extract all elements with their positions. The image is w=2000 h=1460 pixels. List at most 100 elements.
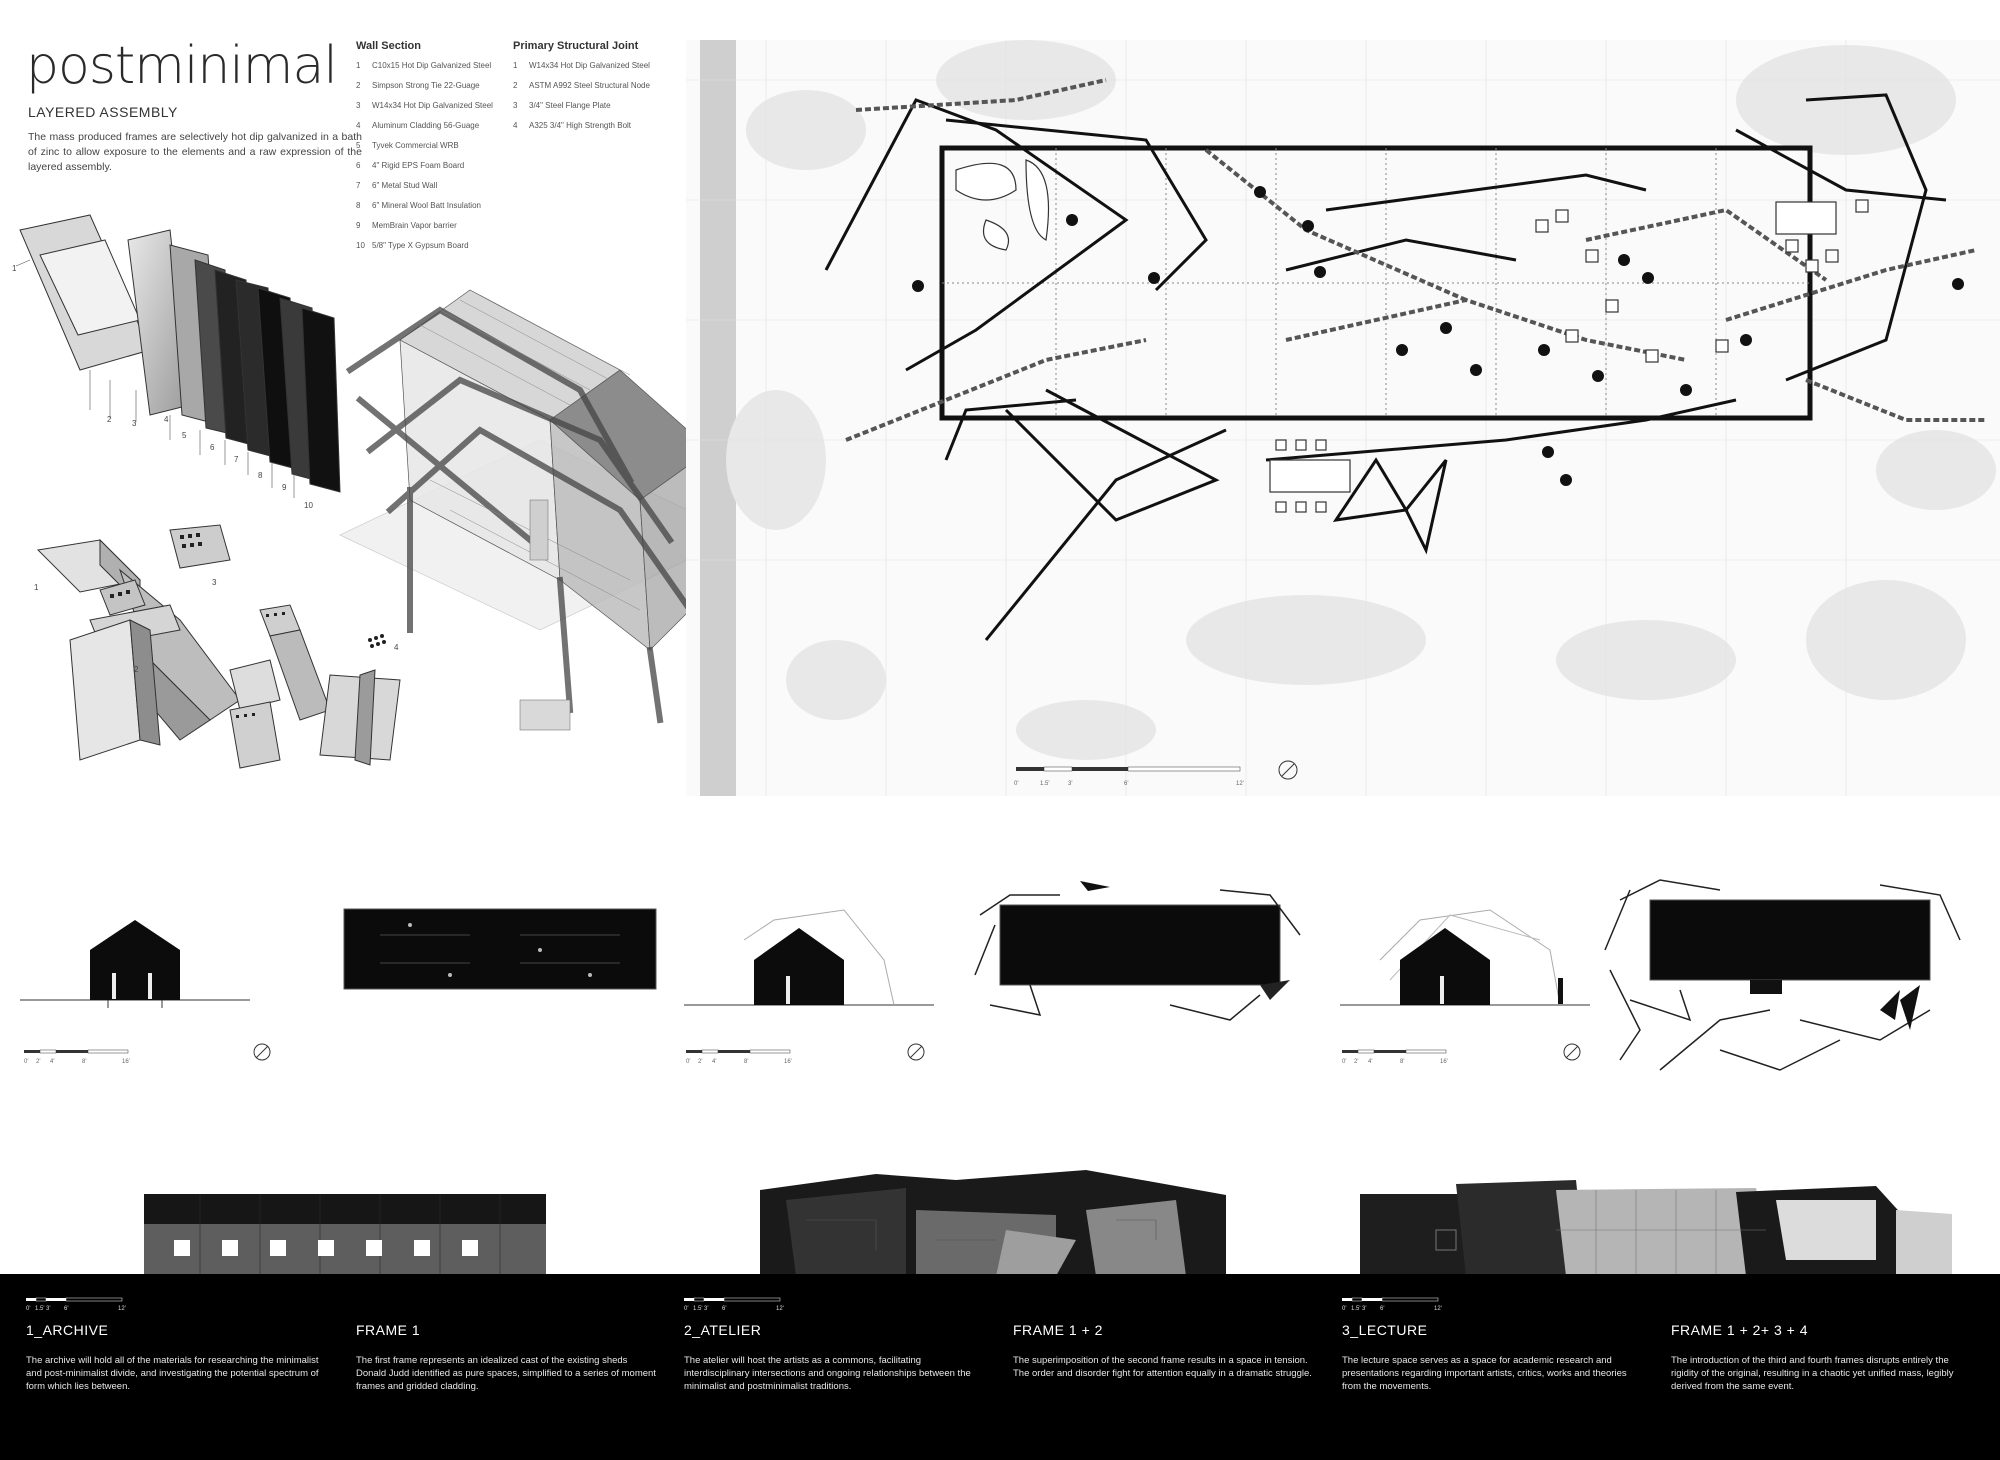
caption-frame-1-2-3-4: FRAME 1 + 2+ 3 + 4 The introduction of t… [1671, 1322, 1971, 1393]
caption-title: 3_LECTURE [1342, 1322, 1428, 1338]
svg-text:3': 3' [1362, 1306, 1366, 1312]
caption-text: The archive will hold all of the materia… [26, 1355, 319, 1392]
callout-label: 2 [107, 415, 112, 424]
callout-label: 1 [12, 264, 17, 273]
svg-text:0': 0' [24, 1059, 28, 1065]
section-scale-bar: 0' 2' 4' 8' 16' [24, 1049, 130, 1065]
caption-text: The lecture space serves as a space for … [1342, 1355, 1627, 1392]
elevation-scale-bar-2: 0' 1.5' 3' 6' 12' [684, 1297, 784, 1312]
section-scale-bar: 0' 2' 4' 8' 16' [1342, 1049, 1448, 1065]
frame-1-plan-drawing [343, 908, 657, 990]
svg-text:6': 6' [1124, 781, 1128, 787]
svg-text:0': 0' [684, 1306, 688, 1312]
caption-archive: 1_ARCHIVE The archive will hold all of t… [26, 1322, 326, 1393]
svg-text:1.5': 1.5' [693, 1306, 703, 1312]
svg-text:4': 4' [1368, 1059, 1372, 1065]
north-arrow-icon [1278, 760, 1298, 780]
svg-text:4': 4' [50, 1059, 54, 1065]
callout-label: 7 [234, 455, 239, 464]
section-archive-drawing: 0' 2' 4' 8' 16' [20, 920, 271, 1065]
svg-text:12': 12' [776, 1306, 784, 1312]
svg-text:0': 0' [1342, 1059, 1346, 1065]
structural-joint-drawing: 1 2 3 4 [34, 524, 401, 769]
callout-label: 3 [132, 419, 137, 428]
svg-text:0': 0' [1342, 1306, 1346, 1312]
svg-text:4': 4' [712, 1059, 716, 1065]
caption-title: FRAME 1 + 2 [1013, 1322, 1103, 1338]
elevation-scale-bar-1: 0'1.5' 3'6' 12' [26, 1297, 126, 1312]
callout-label: 8 [258, 471, 263, 480]
structural-joint-heading: Primary Structural Joint [513, 40, 639, 52]
svg-text:2': 2' [36, 1059, 40, 1065]
callout-label: 2 [134, 665, 139, 674]
caption-frame-1-2: FRAME 1 + 2 The superimposition of the s… [1013, 1322, 1313, 1380]
caption-title: 1_ARCHIVE [26, 1322, 109, 1338]
plan-scale-bar: 0' 1.5' 3' 6' 12' [1014, 766, 1244, 787]
svg-text:16': 16' [122, 1059, 130, 1065]
caption-title: 2_ATELIER [684, 1322, 762, 1338]
section-lecture-drawing: 0' 2' 4' 8' 16' [1340, 909, 1590, 1065]
road-strip [700, 40, 736, 796]
caption-title: FRAME 1 [356, 1322, 421, 1338]
callout-label: 10 [304, 501, 313, 510]
svg-text:3': 3' [1068, 781, 1072, 787]
caption-frame-1: FRAME 1 The first frame represents an id… [356, 1322, 656, 1393]
callout-label: 4 [394, 643, 399, 652]
svg-text:16': 16' [1440, 1059, 1448, 1065]
svg-text:3': 3' [704, 1306, 708, 1312]
wall-section-heading: Wall Section [356, 40, 421, 52]
north-arrow-icon [1563, 1043, 1581, 1061]
north-arrow-icon [253, 1043, 271, 1061]
svg-text:1.5': 1.5' [1351, 1306, 1361, 1312]
caption-text: The first frame represents an idealized … [356, 1355, 656, 1392]
callout-label: 4 [164, 415, 169, 424]
elevation-scale-bar-3: 0' 1.5' 3' 6' 12' [1342, 1297, 1442, 1312]
svg-text:8': 8' [82, 1059, 86, 1065]
svg-text:1.5': 1.5' [35, 1306, 45, 1312]
svg-text:6': 6' [64, 1306, 68, 1312]
section-atelier-drawing: 0'2' 4'8' 16' [684, 909, 934, 1065]
svg-text:8': 8' [1400, 1059, 1404, 1065]
floor-plan-drawing: 0' 1.5' 3' 6' 12' [686, 40, 2000, 796]
callout-label: 3 [212, 578, 217, 587]
svg-text:8': 8' [744, 1059, 748, 1065]
caption-text: The superimposition of the second frame … [1013, 1355, 1312, 1379]
frame-1-2-3-4-plan-drawing [1604, 879, 1961, 1071]
elevation-archive-drawing [144, 1194, 546, 1276]
svg-text:12': 12' [1434, 1306, 1442, 1312]
svg-text:6': 6' [722, 1306, 726, 1312]
svg-text:6': 6' [1380, 1306, 1384, 1312]
caption-text: The introduction of the third and fourth… [1671, 1355, 1954, 1392]
caption-lecture: 3_LECTURE The lecture space serves as a … [1342, 1322, 1642, 1393]
svg-text:12': 12' [118, 1306, 126, 1312]
caption-strip [0, 1274, 2000, 1460]
elevation-lecture-drawing [1360, 1180, 1952, 1276]
page-title: postminimal [26, 36, 338, 96]
north-arrow-icon [907, 1043, 925, 1061]
svg-text:2': 2' [1354, 1059, 1358, 1065]
svg-text:0': 0' [26, 1306, 30, 1312]
elevation-atelier-drawing [760, 1170, 1226, 1276]
page-subtitle: LAYERED ASSEMBLY [28, 104, 178, 120]
callout-label: 6 [210, 443, 215, 452]
callout-label: 5 [182, 431, 187, 440]
callout-label: 9 [282, 483, 287, 492]
callout-label: 1 [34, 583, 39, 592]
section-scale-bar: 0'2' 4'8' 16' [686, 1049, 792, 1065]
